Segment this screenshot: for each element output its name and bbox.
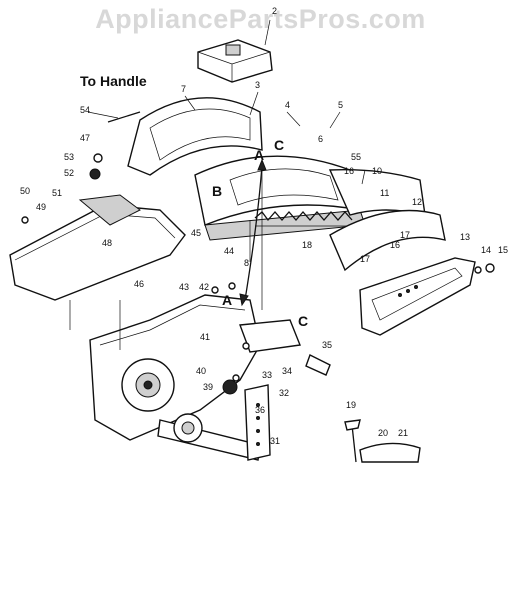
rear-flap <box>359 257 476 336</box>
part-number: 3 <box>255 80 260 90</box>
part-number: 12 <box>412 197 422 207</box>
part-number: 32 <box>279 388 289 398</box>
part-number: 49 <box>36 202 46 212</box>
part-number: 11 <box>380 188 389 198</box>
tiller-frame <box>89 294 331 461</box>
part-number: 51 <box>52 188 62 198</box>
part-number: 6 <box>318 134 323 144</box>
part-number: 19 <box>346 400 356 410</box>
part-number: 52 <box>64 168 74 178</box>
part-number: 35 <box>322 340 332 350</box>
part-number: 31 <box>270 436 280 446</box>
assembly-arrow <box>239 158 267 307</box>
part-number: 20 <box>378 428 388 438</box>
part-number: 41 <box>200 332 210 342</box>
hardware-fasteners <box>21 153 495 382</box>
part-number: 54 <box>80 105 90 115</box>
part-number: 40 <box>196 366 206 376</box>
part-number: 55 <box>351 152 361 162</box>
part-number: 4 <box>285 100 290 110</box>
left-shield <box>9 194 186 301</box>
part-number: 16 <box>390 240 400 250</box>
part-number: 15 <box>498 245 508 255</box>
section-letter-b: B <box>212 183 222 199</box>
tine-strip <box>254 211 353 227</box>
section-letter-c-bottom: C <box>298 313 308 329</box>
part-number: 13 <box>460 232 470 242</box>
part-number: 44 <box>224 246 234 256</box>
part-number: 2 <box>272 6 277 16</box>
part-number: 33 <box>262 370 272 380</box>
part-number: 8 <box>244 258 249 268</box>
part-number: 18 <box>302 240 312 250</box>
part-number: 45 <box>191 228 201 238</box>
part-number: 16 <box>344 166 354 176</box>
part-number: 36 <box>255 405 265 415</box>
part-number: 47 <box>80 133 90 143</box>
part-number: 43 <box>179 282 189 292</box>
part-number: 42 <box>199 282 209 292</box>
watermark-logo: AppliancePartsPros.com <box>95 4 426 34</box>
rear-hood <box>127 97 426 241</box>
part-number: 10 <box>372 166 382 176</box>
part-number: 21 <box>398 428 408 438</box>
part-number: 5 <box>338 100 343 110</box>
part-number: 7 <box>181 84 186 94</box>
part-number: 34 <box>282 366 292 376</box>
leader-lines <box>69 19 366 350</box>
handle-rod <box>107 111 141 123</box>
part-number: 53 <box>64 152 74 162</box>
part-number: 48 <box>102 238 112 248</box>
part-number: 17 <box>400 230 410 240</box>
to-handle-label: To Handle <box>80 73 147 89</box>
part-number: 14 <box>481 245 491 255</box>
lower-right-parts <box>344 419 421 463</box>
side-panel <box>329 209 446 272</box>
part-number: 46 <box>134 279 144 289</box>
section-letter-a-bottom: A <box>222 292 232 308</box>
part-number: 17 <box>360 254 370 264</box>
section-letter-a-top: A <box>254 147 264 163</box>
section-letter-c-top: C <box>274 137 284 153</box>
part-number: 50 <box>20 186 30 196</box>
part-number: 39 <box>203 382 213 392</box>
top-bracket <box>197 39 273 83</box>
